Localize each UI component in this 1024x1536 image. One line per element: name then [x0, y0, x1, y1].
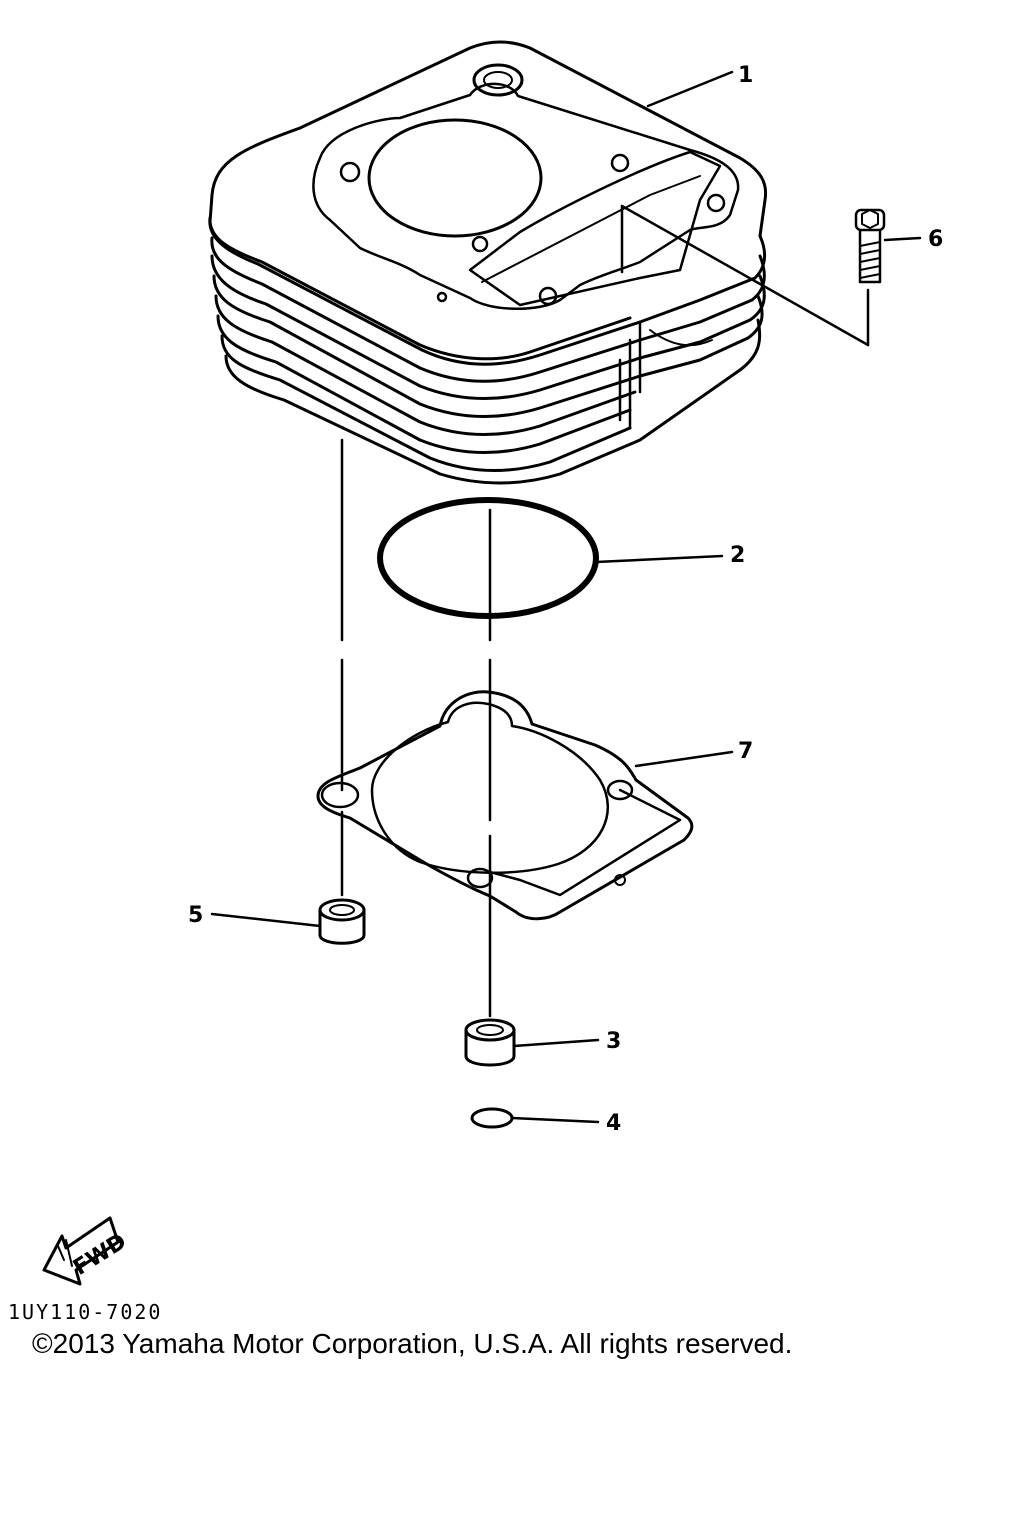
callout-part-5: 5 — [188, 903, 203, 928]
callout-part-4: 4 — [606, 1111, 621, 1136]
copyright-notice: ©2013 Yamaha Motor Corporation, U.S.A. A… — [32, 1328, 793, 1359]
forward-arrow-label: FWD — [69, 1229, 131, 1281]
bolt-part — [854, 208, 886, 284]
leader-lines — [210, 70, 922, 1124]
callout-part-7: 7 — [738, 739, 753, 764]
callout-part-2: 2 — [730, 543, 745, 568]
callout-part-6: 6 — [928, 227, 943, 252]
dowel-pin-center-part — [464, 1018, 516, 1067]
assembly-center-lines — [340, 204, 870, 1018]
cylinder-part — [208, 40, 768, 485]
o-ring-small-part — [470, 1107, 514, 1129]
drawing-code: 1UY110-7020 — [8, 1300, 163, 1324]
dowel-pin-left-part — [318, 898, 366, 945]
callout-labels: 1 6 2 7 5 3 4 — [188, 63, 943, 1136]
forward-arrow-icon: FWD — [42, 1216, 131, 1286]
cylinder-gasket-part — [316, 690, 694, 921]
callout-part-3: 3 — [606, 1029, 621, 1054]
callout-part-1: 1 — [738, 63, 753, 88]
o-ring-large-part — [377, 497, 599, 619]
